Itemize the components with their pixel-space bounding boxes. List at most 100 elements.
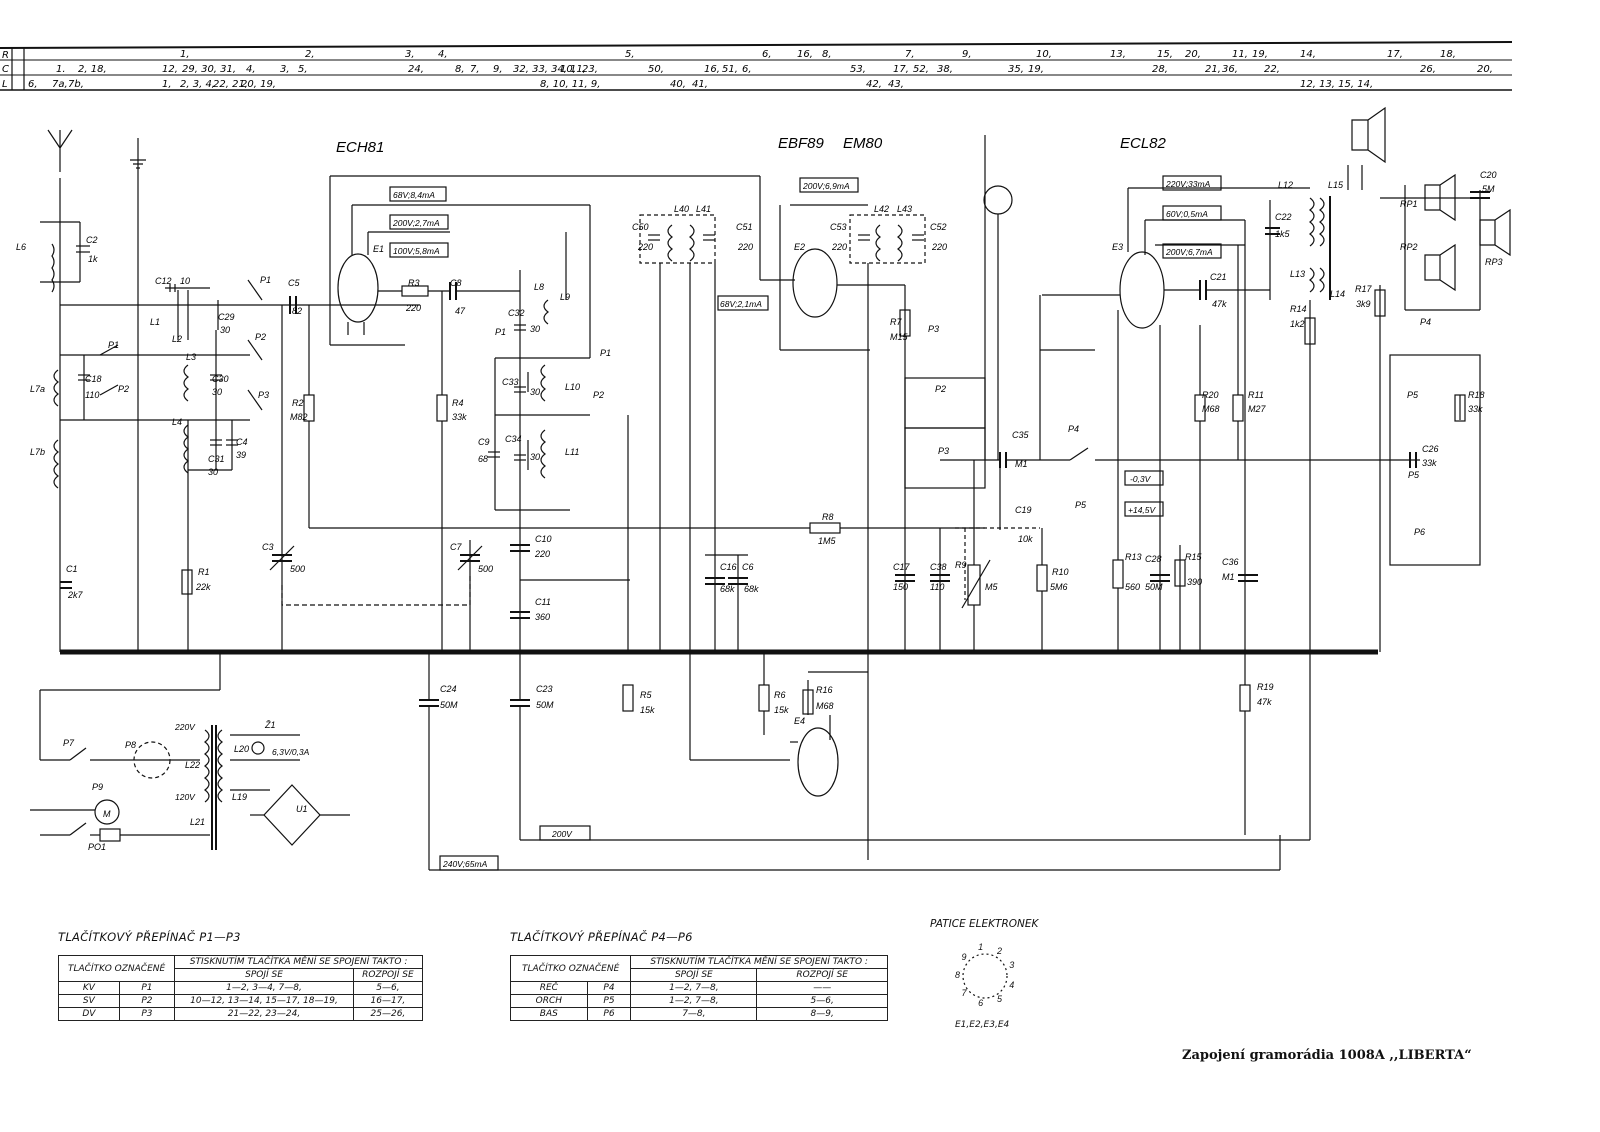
- component-label: 220: [405, 303, 421, 313]
- component-label: C20: [1480, 170, 1497, 180]
- component-label: 10k: [1018, 534, 1033, 544]
- table2-header-button: TLAČÍTKO OZNAČENÉ: [509, 955, 632, 982]
- component-label: 220: [831, 242, 847, 252]
- header-cell: 32, 33, 34,: [513, 64, 567, 75]
- pin-number: 9: [961, 952, 967, 962]
- component-label: R4: [452, 398, 464, 408]
- table2-header-action: STISKNUTÍM TLAČÍTKA MĚNÍ SE SPOJENÍ TAKT…: [630, 955, 888, 969]
- component-label: P5: [1075, 500, 1087, 510]
- tube-e3: E3: [1112, 242, 1123, 252]
- component-label: L7a: [30, 384, 45, 394]
- header-cell: 28,: [1152, 64, 1168, 75]
- component-label: C30: [212, 374, 229, 384]
- row-connect: 1—2, 3—4, 7—8,: [174, 981, 354, 995]
- voltage-label: 120V: [175, 792, 196, 802]
- component-label: 30: [530, 387, 540, 397]
- component-label: L8: [534, 282, 544, 292]
- row-connect: 21—22, 23—24,: [174, 1007, 354, 1021]
- voltage-label: 240V;65mA: [442, 859, 488, 869]
- component-labels: C12k7C21kC3500C439C582C668kC7500C847C968…: [16, 170, 1503, 852]
- tube-label-ecl82: ECL82: [1120, 135, 1167, 152]
- component-label: 1k5: [1275, 229, 1291, 239]
- component-label: L14: [1330, 289, 1345, 299]
- component-label: 390: [1187, 577, 1202, 587]
- header-cell: 1,: [162, 79, 172, 90]
- component-label: L1: [150, 317, 160, 327]
- component-label: P5: [1408, 470, 1420, 480]
- component-label: R17: [1355, 284, 1373, 294]
- component-label: L15: [1328, 180, 1344, 190]
- component-label: C29: [218, 312, 235, 322]
- row-connect: 1—2, 7—8,: [630, 981, 758, 995]
- header-cell: 12, 13, 15, 14,: [1300, 79, 1373, 90]
- table-row: REČ P4 1—2, 7—8, ——: [510, 981, 888, 995]
- header-cell: 2,: [305, 49, 315, 60]
- row-disconnect: 5—6,: [352, 981, 424, 995]
- component-label: C18: [85, 374, 102, 384]
- component-label: 50M: [440, 700, 458, 710]
- component-label: C6: [742, 562, 754, 572]
- component-label: C23: [536, 684, 553, 694]
- component-label: P4: [1420, 317, 1431, 327]
- header-cell: 7,: [470, 64, 480, 75]
- row-disconnect: 5—6,: [756, 994, 888, 1008]
- row-switch: P3: [118, 1007, 176, 1021]
- component-label: Ž1: [264, 720, 276, 730]
- component-label: C3: [262, 542, 274, 552]
- voltage-label: 60V;0,5mA: [1166, 209, 1208, 219]
- component-label: R20: [1202, 390, 1219, 400]
- component-label: 50M: [536, 700, 554, 710]
- row-disconnect: 8—9,: [756, 1007, 888, 1021]
- header-cell: 1.: [56, 64, 66, 75]
- component-label: P6: [1414, 527, 1425, 537]
- voltage-label: 200V: [551, 829, 573, 839]
- header-cell: 9,: [493, 64, 503, 75]
- row-connect: 10—12, 13—14, 15—17, 18—19,: [174, 994, 354, 1008]
- header-cell: 19,: [1252, 49, 1268, 60]
- component-label: 33k: [452, 412, 467, 422]
- component-label: P9: [92, 782, 103, 792]
- pin-number: 4: [1009, 979, 1015, 990]
- header-cell: 7,: [905, 49, 915, 60]
- header-cell: 21,: [1205, 64, 1221, 75]
- component-label: 39: [236, 450, 246, 460]
- header-cell: 10,: [1036, 49, 1052, 60]
- component-label: C28: [1145, 554, 1162, 564]
- component-label: M1: [1015, 459, 1028, 469]
- component-label: R2: [292, 398, 304, 408]
- component-label: P3: [938, 446, 949, 456]
- table-row: ORCH P5 1—2, 7—8, 5—6,: [510, 994, 888, 1008]
- component-label: 220: [534, 549, 550, 559]
- header-cell: 43,: [888, 79, 904, 90]
- document-title: Zapojení gramorádia 1008A ,,LIBERTA“: [1182, 1048, 1472, 1063]
- header-cell: 35,: [1008, 64, 1024, 75]
- component-label: 2k7: [67, 590, 84, 600]
- header-cell: 4,: [438, 49, 448, 60]
- row-label: SV: [58, 994, 120, 1008]
- table-row: KV P1 1—2, 3—4, 7—8, 5—6,: [58, 981, 424, 995]
- header-cell: 17,: [1387, 49, 1403, 60]
- component-label: C21: [1210, 272, 1227, 282]
- component-label: 3k9: [1356, 299, 1371, 309]
- header-row-l: 6,7a,7b,1,2, 3, 4,22, 21,20, 19,8, 10, 1…: [28, 79, 1373, 90]
- table1-header-action: STISKNUTÍM TLAČÍTKA MĚNÍ SE SPOJENÍ TAKT…: [174, 955, 423, 969]
- header-cell: 38,: [937, 64, 953, 75]
- component-label: L3: [186, 352, 196, 362]
- component-label: R1: [198, 567, 210, 577]
- component-label: P5: [1407, 390, 1419, 400]
- component-label: C26: [1422, 444, 1439, 454]
- header-cell: 2, 18,: [78, 64, 107, 75]
- header-cell: 10,: [560, 64, 576, 75]
- voltage-label: 200V;6,9mA: [802, 181, 850, 191]
- component-label: 68: [478, 454, 488, 464]
- component-label: 15k: [774, 705, 789, 715]
- header-cell: 2, 3, 4,: [180, 79, 215, 90]
- component-label: P2: [255, 332, 266, 342]
- row-switch: P2: [118, 994, 176, 1008]
- row-label: KV: [58, 981, 120, 995]
- component-label: 47k: [1212, 299, 1227, 309]
- component-label: RP3: [1485, 257, 1503, 267]
- component-label: 110: [930, 582, 944, 592]
- row-label: DV: [58, 1007, 120, 1021]
- pinout-caption: E1,E2,E3,E4: [955, 1020, 1010, 1030]
